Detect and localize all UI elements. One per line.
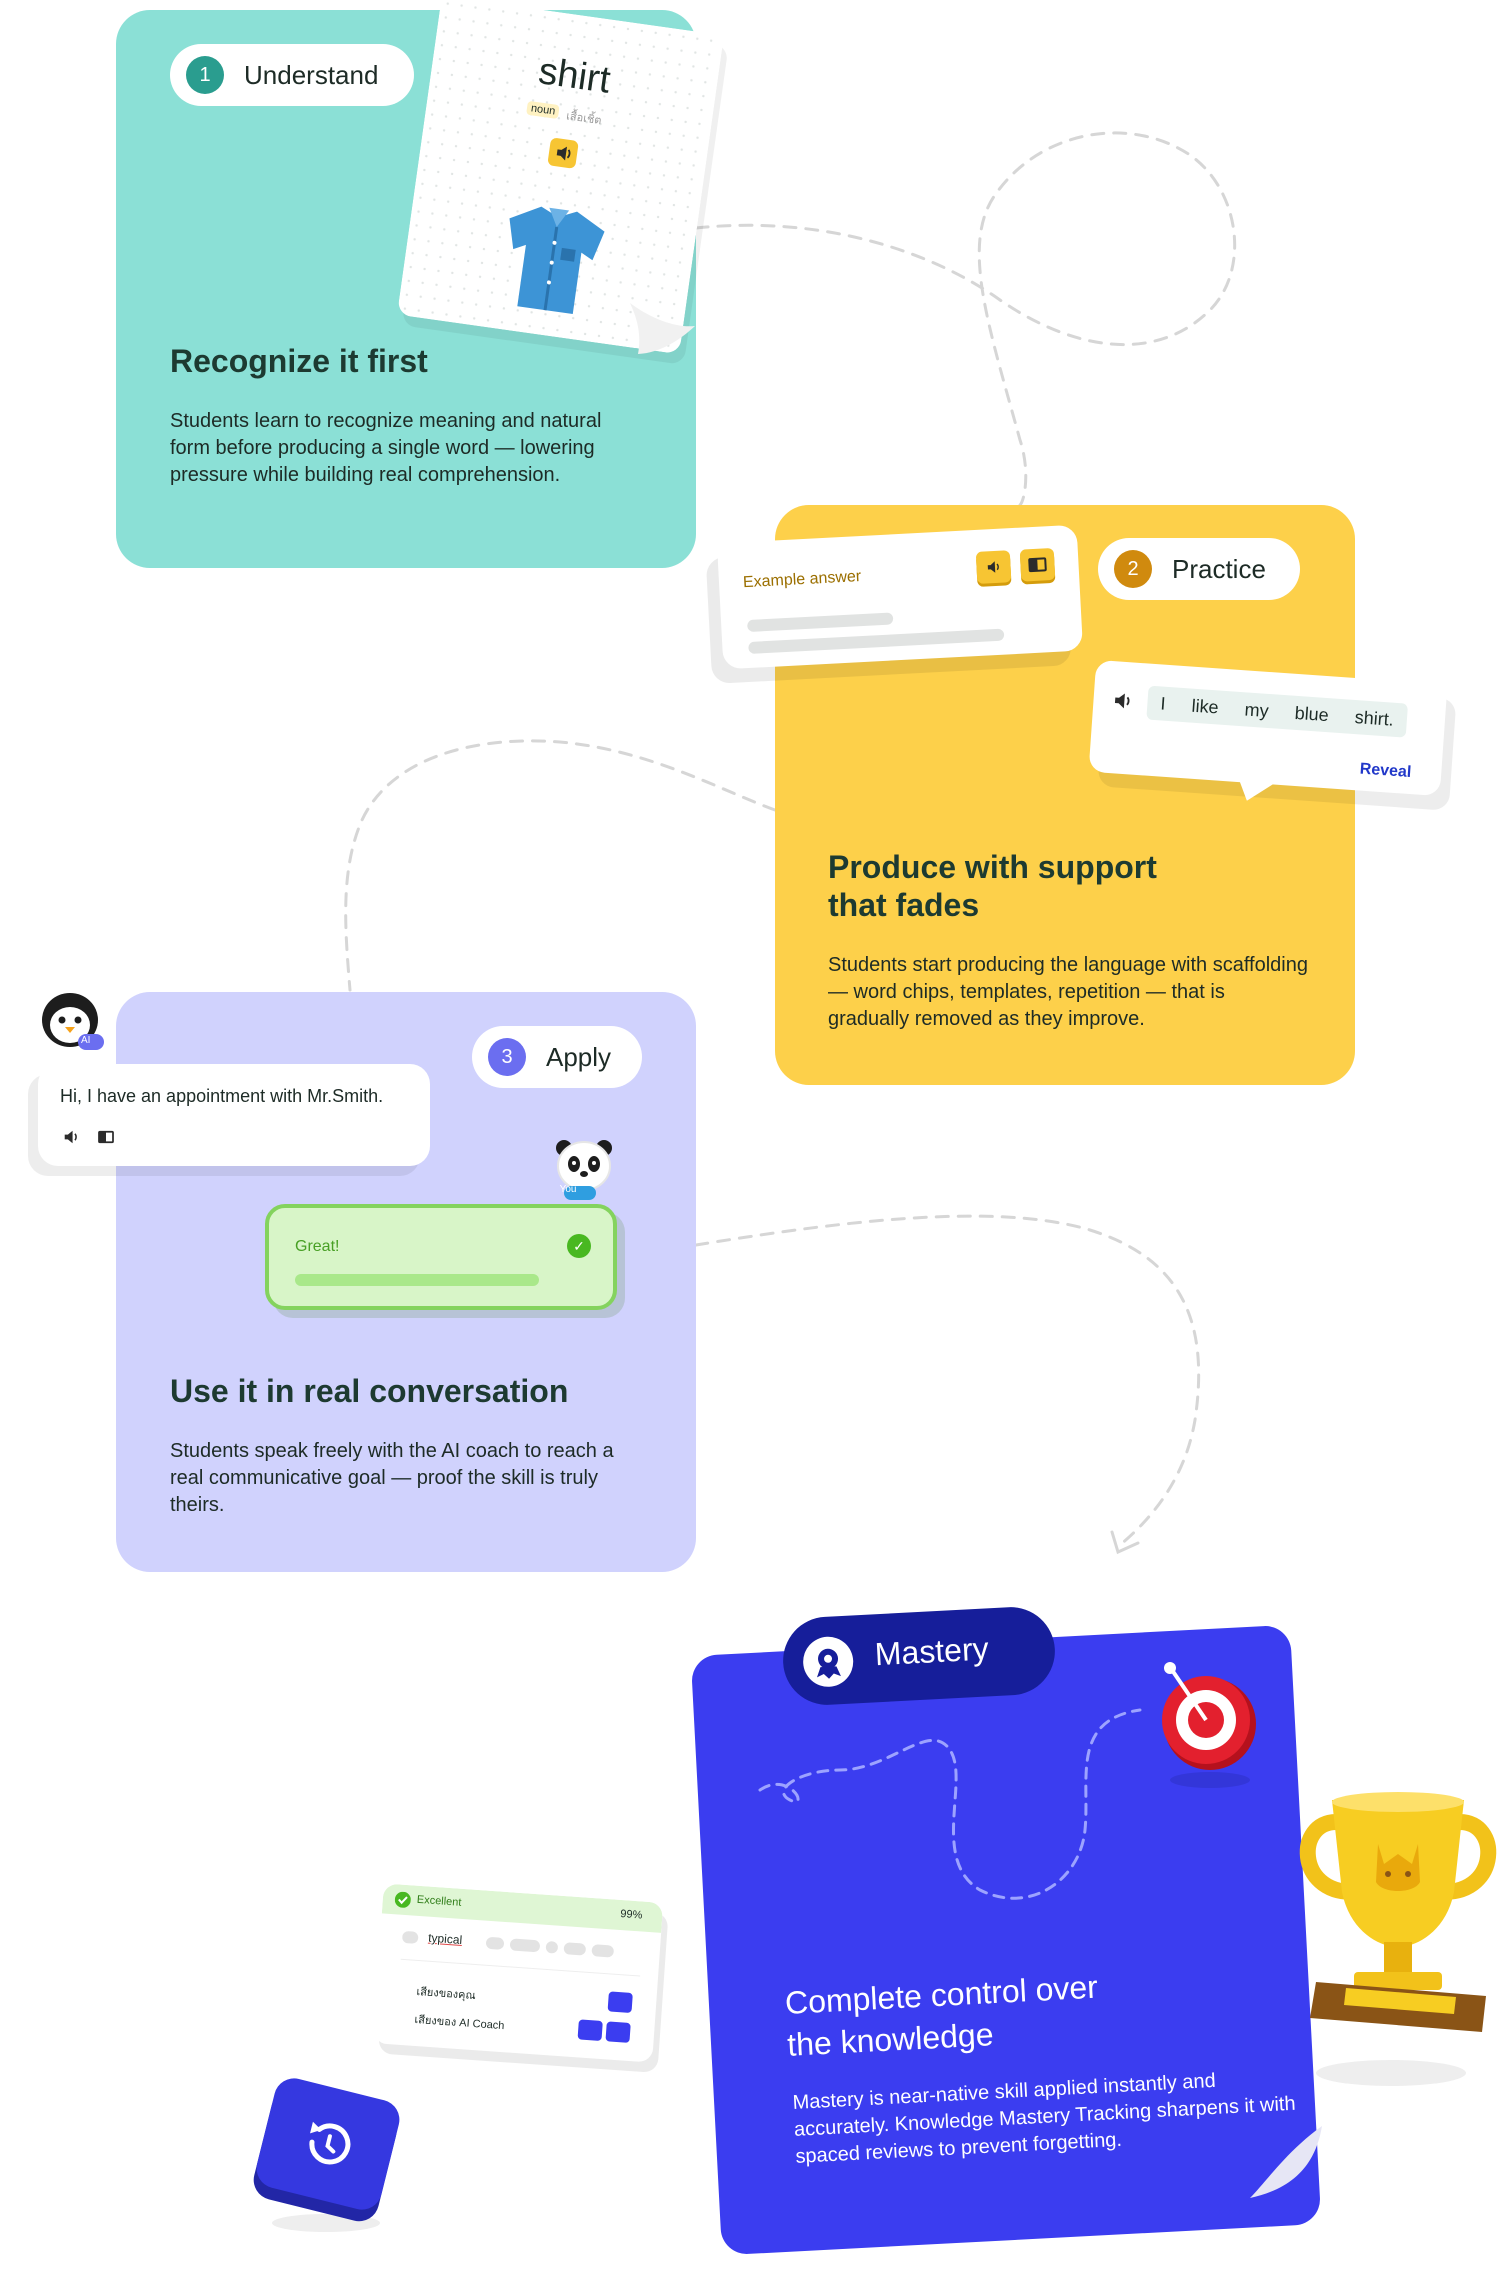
ai-badge: AI xyxy=(81,1035,91,1046)
syllable-chips xyxy=(402,1931,614,1958)
bubble-tail xyxy=(1238,778,1279,801)
key-shadow xyxy=(272,2214,380,2232)
ai-message-text: Hi, I have an appointment with Mr.Smith. xyxy=(60,1086,384,1106)
user-response-bubble: Great! ✓ xyxy=(265,1204,617,1310)
step-title: Produce with support that fades xyxy=(828,848,1157,924)
step-title: Recognize it first xyxy=(170,343,428,379)
step-pill-apply: 3 Apply xyxy=(472,1026,642,1088)
pronunciation-status: Excellent xyxy=(416,1893,462,1909)
placeholder-line xyxy=(748,628,1005,654)
replay-icon xyxy=(309,2121,351,2165)
placeholder-line xyxy=(746,612,894,633)
word-chip[interactable]: blue xyxy=(1294,702,1330,725)
divider xyxy=(400,1958,641,1977)
pronunciation-score: 99% xyxy=(619,1908,643,1922)
play-your-voice-button[interactable] xyxy=(607,1991,633,2014)
speaker-icon[interactable] xyxy=(60,1126,82,1148)
reveal-button[interactable]: Reveal xyxy=(1359,760,1412,782)
page-curl xyxy=(630,303,695,354)
example-answer-card: Example answer xyxy=(716,524,1084,670)
word-chip[interactable]: like xyxy=(1190,695,1220,717)
panda-avatar-icon xyxy=(556,1140,612,1200)
translate-icon[interactable] xyxy=(1019,547,1056,582)
feedback-label: Great! xyxy=(295,1238,340,1255)
step-number: 3 xyxy=(488,1038,526,1076)
step-description: Students learn to recognize meaning and … xyxy=(170,410,602,486)
flashcard-translation: เสื้อเชิ้ต xyxy=(565,110,603,128)
step-label: Apply xyxy=(546,1041,612,1072)
step-number: 1 xyxy=(186,56,224,94)
mastery-title: Complete control over the knowledge xyxy=(784,1966,1101,2066)
play-ai-voice-button[interactable] xyxy=(605,2021,631,2043)
translate-icon[interactable] xyxy=(96,1130,116,1144)
example-answer-label: Example answer xyxy=(742,568,862,592)
penguin-avatar-icon xyxy=(42,993,104,1050)
mastery-pill: Mastery xyxy=(780,1604,1058,1708)
check-icon: ✓ xyxy=(567,1234,591,1258)
trophy-icon xyxy=(1299,1792,1497,2032)
ai-coach-message: Hi, I have an appointment with Mr.Smith. xyxy=(38,1064,430,1166)
ai-coach-voice-label: เสียงของ AI Coach xyxy=(414,2013,505,2033)
pronunciation-card: Excellent 99% typical เสียงของคุณ เสียงข… xyxy=(372,1883,664,2063)
word-chip-row: I like my blue shirt. xyxy=(1146,685,1409,738)
word-chip[interactable]: shirt. xyxy=(1354,706,1395,730)
pronunciation-header: Excellent 99% xyxy=(381,1883,664,1933)
step-pill-understand: 1 Understand xyxy=(170,44,414,106)
check-icon xyxy=(394,1891,411,1908)
step-title: Use it in real conversation xyxy=(170,1373,569,1409)
speaker-icon[interactable] xyxy=(1109,687,1137,715)
trophy-shadow xyxy=(1316,2060,1466,2086)
step-number: 2 xyxy=(1114,550,1152,588)
your-voice-label: เสียงของคุณ xyxy=(416,1985,477,2003)
page-curl xyxy=(1250,2126,1322,2198)
shirt-icon xyxy=(509,206,605,315)
you-badge: You xyxy=(559,1184,577,1195)
replay-key xyxy=(252,2074,404,2214)
flashcard: shirt noun เสื้อเชิ้ต xyxy=(396,0,725,355)
step-label: Practice xyxy=(1172,553,1266,584)
badge-icon xyxy=(801,1635,855,1689)
flashcard-pos: noun xyxy=(526,100,561,120)
mastery-title-line: the knowledge xyxy=(786,2016,995,2063)
record-button[interactable] xyxy=(577,2019,603,2041)
flashcard-word: shirt xyxy=(535,50,613,102)
word-chip[interactable]: I xyxy=(1159,692,1167,714)
step-label: Understand xyxy=(244,59,379,90)
placeholder-line xyxy=(295,1274,539,1286)
speaker-icon[interactable] xyxy=(547,137,579,169)
step-description: Students start producing the language wi… xyxy=(828,954,1308,1030)
step-title-line: that fades xyxy=(828,887,980,923)
speaker-icon[interactable] xyxy=(975,550,1012,584)
step-title-line: Produce with support xyxy=(828,849,1157,885)
target-icon xyxy=(1162,1662,1256,1788)
step-pill-practice: 2 Practice xyxy=(1098,538,1300,600)
word-chips-card: I like my blue shirt. Reveal xyxy=(1088,659,1448,801)
squiggle-path xyxy=(758,1708,1142,1900)
word-chip[interactable]: my xyxy=(1244,698,1270,721)
step-description: Students speak freely with the AI coach … xyxy=(170,1440,614,1516)
